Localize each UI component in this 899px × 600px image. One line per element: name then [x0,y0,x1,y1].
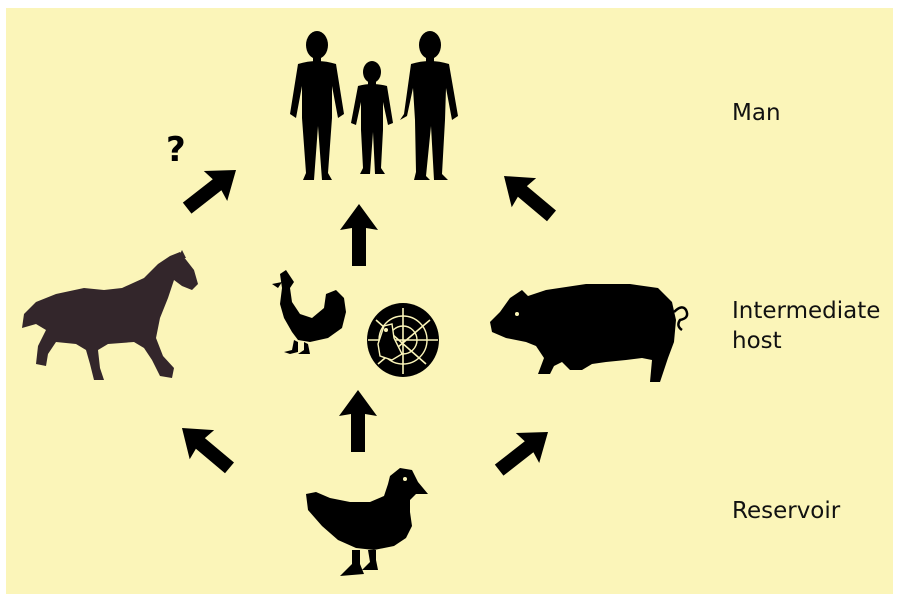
diagram-canvas: Man Intermediate host Reservoir ? [6,8,893,594]
arrow-duck-to-pig [487,417,559,485]
humans-icon [290,31,458,180]
child-icon [351,61,393,174]
arrow-birds-to-man [340,204,378,266]
rooster-icon [272,270,346,354]
arrow-duck-to-horse [170,413,242,482]
duck-icon [306,468,428,576]
diagram-drawing [6,8,893,594]
horse-icon [22,250,198,380]
pig-icon [490,284,687,382]
adult-left-icon [290,31,344,180]
arrow-horse-to-man [175,155,247,223]
arrow-duck-to-birds [339,390,377,452]
adult-right-icon [400,31,458,180]
turkey-icon [367,303,439,377]
arrow-pig-to-man [492,161,564,230]
